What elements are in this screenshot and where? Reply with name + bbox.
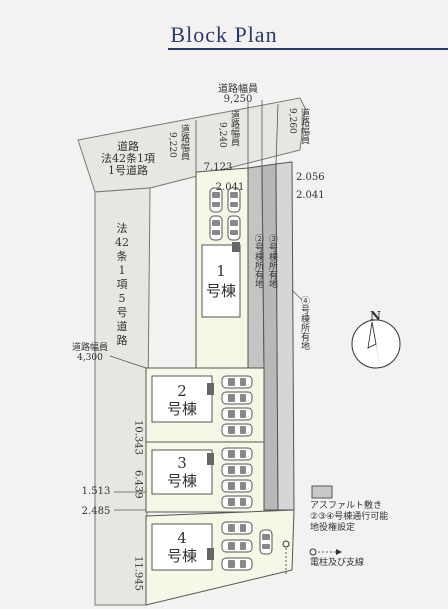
lot-1-label: 号棟 — [206, 282, 236, 300]
road-width-value-right: 9,260 — [287, 108, 297, 134]
legend-asphalt-label: アスファルト敷き — [310, 501, 383, 511]
road-top-name-2: 法42条1項 — [101, 151, 155, 165]
house-1 — [201, 244, 241, 318]
house-4 — [151, 523, 213, 571]
strip-3-label: ③号棟所有地 — [267, 234, 278, 288]
svg-text:法: 法 — [117, 221, 128, 235]
page-title: Block Plan — [170, 22, 278, 47]
road-width-label-left-road: 道路幅員 — [72, 341, 108, 353]
road-width-label-mid: 道路幅員 — [229, 109, 240, 147]
lot-3-label: 号棟 — [167, 472, 197, 490]
dim-2056: 2.056 — [296, 172, 325, 183]
dim-7123: 7.123 — [204, 162, 233, 173]
lot-2-number: 2 — [177, 382, 187, 400]
dim-11945: 11.945 — [133, 556, 144, 591]
legend-asphalt-note: ②③④号棟通行可能 — [310, 512, 389, 522]
road-width-label-top: 道路幅員 — [218, 82, 258, 95]
road-top-name-1: 道路 — [117, 139, 139, 153]
dim-2485: 2.485 — [82, 506, 111, 517]
road-width-label-left: 道路幅員 — [179, 123, 190, 161]
lot-4-number: 4 — [177, 529, 187, 547]
road-top-name-3: 1号道路 — [108, 163, 148, 177]
lot-1-number: 1 — [216, 262, 226, 280]
legend-asphalt-note-2: 地役権設定 — [310, 523, 356, 533]
svg-text:項: 項 — [117, 278, 128, 291]
dim-2041-b: 2.041 — [296, 190, 325, 201]
dim-1513: 1.513 — [82, 486, 111, 497]
svg-text:N: N — [370, 309, 381, 323]
road-width-value-top: 9,250 — [224, 94, 253, 105]
svg-text:条: 条 — [117, 249, 128, 263]
strip-3 — [261, 163, 279, 511]
svg-text:5: 5 — [119, 292, 126, 305]
road-width-value-left: 9,220 — [167, 132, 177, 158]
compass-icon: N — [351, 309, 401, 369]
road-width-label-right: 道路幅員 — [299, 107, 310, 145]
title-underline — [168, 48, 448, 50]
legend-pole-icon — [309, 548, 317, 556]
lot-4-label: 号棟 — [167, 547, 197, 565]
legend-pole-label: 電柱及び支線 — [310, 558, 365, 568]
svg-text:路: 路 — [117, 334, 128, 347]
strip-4-label: ④号棟所有地 — [299, 296, 310, 350]
dim-2041-a: 2.041 — [216, 182, 245, 193]
strip-2-label: ②号棟所有地 — [253, 234, 264, 288]
svg-text:42: 42 — [115, 236, 129, 249]
svg-text:号: 号 — [117, 306, 128, 319]
house-3 — [151, 449, 213, 495]
strip-4 — [275, 161, 295, 511]
dim-6439: 6.439 — [133, 470, 144, 499]
dim-10343: 10.343 — [133, 420, 144, 455]
pole-icon — [282, 540, 290, 548]
house-2 — [151, 375, 213, 423]
lot-2-label: 号棟 — [167, 400, 197, 418]
legend-asphalt-swatch — [311, 485, 333, 499]
road-width-value-mid: 9,240 — [217, 122, 227, 148]
road-left-name: 法 42 条 1 項 5 号 道 路 — [115, 221, 129, 347]
svg-text:1: 1 — [119, 264, 126, 277]
svg-text:道: 道 — [117, 319, 128, 333]
lot-3-number: 3 — [177, 454, 187, 472]
road-width-value-left-road: 4,300 — [77, 353, 103, 363]
